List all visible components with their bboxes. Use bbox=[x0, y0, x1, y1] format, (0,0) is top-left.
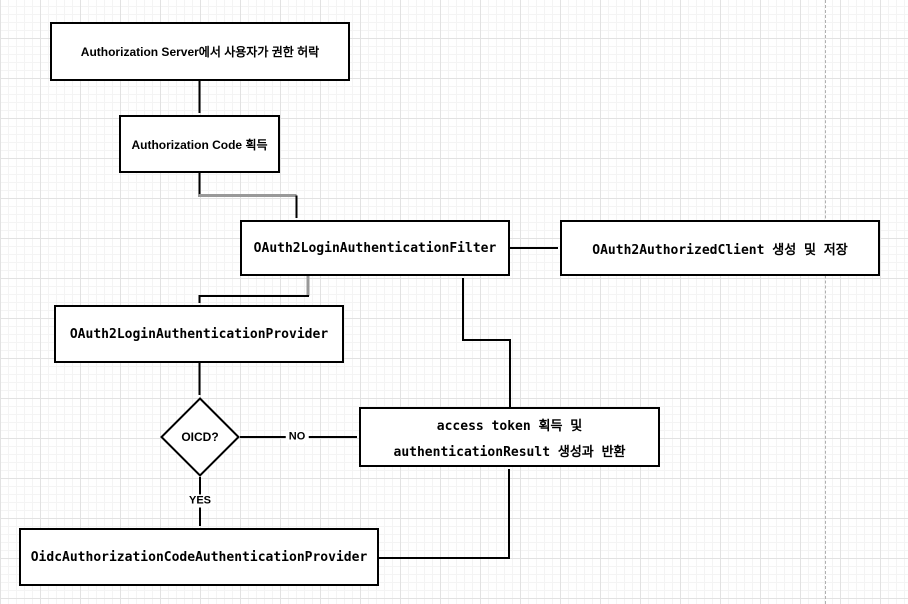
node-label: Authorization Code 획득 bbox=[131, 137, 268, 152]
edge-label-yes[interactable]: YES bbox=[185, 494, 215, 508]
edge-access-token-to-filter[interactable] bbox=[462, 278, 511, 407]
edge-label-no[interactable]: NO bbox=[285, 430, 309, 444]
node-oauth2-authorized-client[interactable]: OAuth2AuthorizedClient 생성 및 저장 bbox=[560, 220, 880, 276]
node-access-token-result[interactable]: access token 획득 및 authenticationResult 생… bbox=[359, 407, 660, 467]
page-break-line bbox=[825, 0, 826, 604]
node-authorization-code[interactable]: Authorization Code 획득 bbox=[119, 115, 280, 173]
node-label: OAuth2LoginAuthenticationFilter bbox=[253, 240, 497, 256]
node-oidc-authorization-code-authentication-provider[interactable]: OidcAuthorizationCodeAuthenticationProvi… bbox=[19, 528, 379, 586]
node-label: Authorization Server에서 사용자가 권한 허락 bbox=[80, 45, 320, 59]
node-label-line-1: access token 획득 및 bbox=[436, 418, 583, 434]
node-label-line-2: authenticationResult 생성과 반환 bbox=[393, 444, 626, 460]
node-label: OICD? bbox=[181, 430, 219, 444]
edge-filter-to-provider-segment-2[interactable] bbox=[198, 295, 310, 303]
diamond-shape bbox=[160, 397, 240, 477]
node-label: OidcAuthorizationCodeAuthenticationProvi… bbox=[30, 549, 368, 565]
node-oicd-decision[interactable]: OICD? bbox=[160, 397, 240, 477]
node-oauth2-login-authentication-provider[interactable]: OAuth2LoginAuthenticationProvider bbox=[54, 305, 344, 363]
edge-oidc-provider-to-access-token[interactable] bbox=[379, 469, 510, 559]
node-label: OAuth2LoginAuthenticationProvider bbox=[69, 326, 329, 342]
node-oauth2-login-authentication-filter[interactable]: OAuth2LoginAuthenticationFilter bbox=[240, 220, 510, 276]
node-label: OAuth2AuthorizedClient 생성 및 저장 bbox=[592, 242, 848, 258]
node-auth-server-grant[interactable]: Authorization Server에서 사용자가 권한 허락 bbox=[50, 22, 350, 81]
